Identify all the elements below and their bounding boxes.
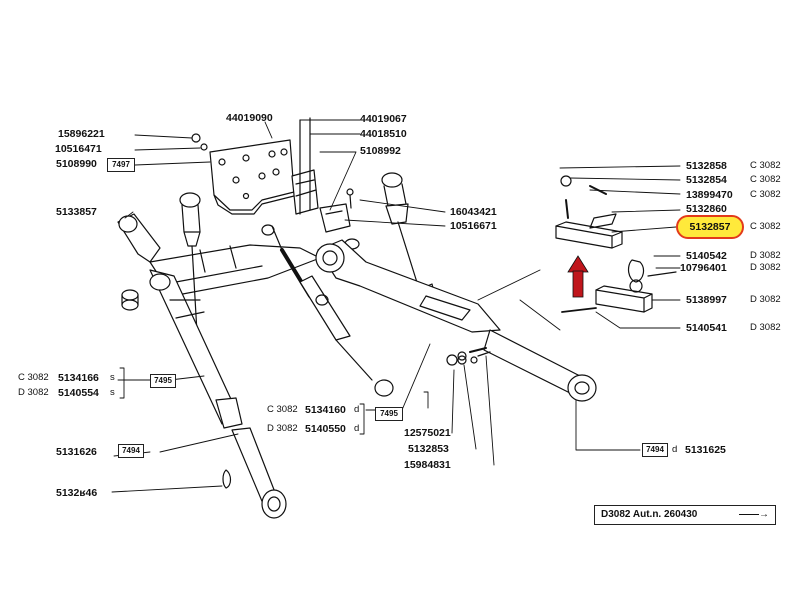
part-label: 5133857 bbox=[56, 206, 97, 218]
right-lower-link bbox=[315, 239, 597, 402]
ref-box-7494-right: 7494 bbox=[642, 443, 668, 457]
model-code: D 3082 bbox=[267, 423, 298, 434]
bolts bbox=[191, 133, 487, 366]
part-label: 5132860 bbox=[686, 203, 727, 215]
part-label: 5138997 bbox=[686, 294, 727, 306]
side-code: d bbox=[354, 404, 360, 415]
arrow-shaft bbox=[572, 270, 584, 298]
part-label: 5108992 bbox=[360, 145, 401, 157]
model-code: C 3082 bbox=[750, 221, 781, 232]
part-label: 10796401 bbox=[680, 262, 727, 274]
part-label: 15896221 bbox=[58, 128, 105, 140]
part-label: 44019090 bbox=[226, 112, 273, 124]
part-label: 5140541 bbox=[686, 322, 727, 334]
ref-box-7497: 7497 bbox=[107, 158, 135, 172]
side-code: s bbox=[110, 387, 115, 398]
left-lower-link bbox=[117, 213, 287, 519]
ref-box-7495-right: 7495 bbox=[375, 407, 403, 421]
ref-box-7495-left: 7495 bbox=[150, 374, 176, 388]
highlighted-part-label: 5132857 bbox=[689, 221, 731, 233]
caption-text: D3082 Aut.n. 260430 bbox=[601, 509, 698, 520]
side-code: d bbox=[672, 444, 678, 455]
part-label: 5140542 bbox=[686, 250, 727, 262]
highlighted-part-5132857[interactable]: 5132857 bbox=[676, 215, 744, 239]
clevis-clip bbox=[319, 188, 354, 233]
part-label: 5132854 bbox=[686, 174, 727, 186]
detail-parts bbox=[555, 175, 677, 313]
model-code: C 3082 bbox=[750, 160, 781, 171]
part-label: 5108990 bbox=[56, 158, 97, 170]
leader-lines bbox=[111, 119, 681, 493]
part-label: 5132858 bbox=[686, 160, 727, 172]
top-link bbox=[280, 248, 394, 397]
model-code: C 3082 bbox=[267, 404, 298, 415]
part-label: 16043421 bbox=[450, 206, 497, 218]
side-code: s bbox=[110, 372, 115, 383]
model-code: D 3082 bbox=[750, 322, 781, 333]
model-code: D 3082 bbox=[750, 294, 781, 305]
part-label: 13899470 bbox=[686, 189, 733, 201]
diagram-caption: D3082 Aut.n. 260430 ——→ bbox=[594, 505, 776, 525]
ref-box-7494-left: 7494 bbox=[118, 444, 144, 458]
part-label: 44019067 bbox=[360, 113, 407, 125]
part-label: 5140554 bbox=[58, 387, 99, 399]
right-arrow-icon: ——→ bbox=[739, 509, 769, 520]
model-code: D 3082 bbox=[750, 262, 781, 273]
part-label: 12575021 bbox=[404, 427, 451, 439]
model-code: C 3082 bbox=[18, 372, 49, 383]
part-label: 5134166 bbox=[58, 372, 99, 384]
part-label: 5132ʁ46 bbox=[56, 487, 98, 499]
part-label: 5140550 bbox=[305, 423, 346, 435]
part-label: 5131626 bbox=[56, 446, 97, 458]
side-bracket bbox=[291, 117, 319, 215]
model-code: D 3082 bbox=[18, 387, 49, 398]
mounting-bracket bbox=[209, 139, 295, 215]
model-code: D 3082 bbox=[750, 250, 781, 261]
model-code: C 3082 bbox=[750, 174, 781, 185]
model-code: C 3082 bbox=[750, 189, 781, 200]
part-label: 5131625 bbox=[685, 444, 726, 456]
side-code: d bbox=[354, 423, 360, 434]
arrow-head bbox=[567, 255, 589, 273]
part-label: 10516471 bbox=[55, 143, 102, 155]
part-label: 10516671 bbox=[450, 220, 497, 232]
part-label: 5132853 bbox=[408, 443, 449, 455]
part-label: 44018510 bbox=[360, 128, 407, 140]
red-arrow-indicator bbox=[567, 255, 589, 298]
part-label: 5134160 bbox=[305, 404, 346, 416]
part-label: 15984831 bbox=[404, 459, 451, 471]
group-brackets bbox=[119, 367, 429, 435]
